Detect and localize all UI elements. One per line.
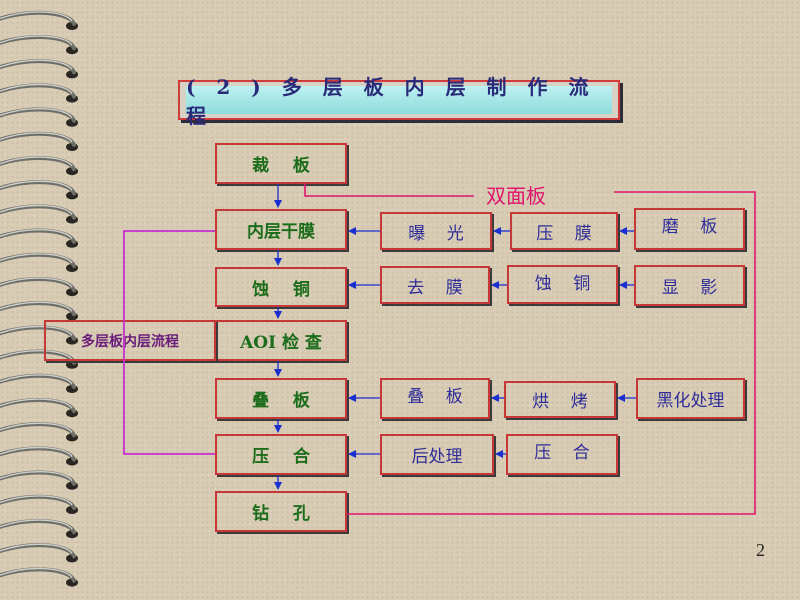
double-sided-path	[304, 184, 756, 515]
binding-ring-highlight	[0, 180, 73, 191]
binding-ring-highlight	[0, 519, 73, 530]
box-stack-2: 叠 板	[380, 378, 490, 419]
box-grind-board: 磨 板	[634, 208, 745, 250]
binding-ring-highlight	[0, 543, 73, 554]
box-exposure: 曝 光	[380, 212, 492, 250]
binding-ring-highlight	[0, 35, 73, 46]
box-post-treatment: 后处理	[380, 434, 494, 475]
multilayer-inner-process-label: 多层板内层流程	[44, 320, 216, 361]
multilayer-bracket	[123, 230, 215, 455]
box-etch-copper-2: 蚀 铜	[507, 265, 618, 304]
box-strip-film: 去 膜	[380, 266, 490, 304]
box-stack: 叠 板	[215, 378, 347, 419]
binding-ring-highlight	[0, 156, 73, 167]
page-number: 2	[756, 540, 765, 560]
binding-ring-highlight	[0, 204, 73, 216]
binding-ring-highlight	[0, 253, 73, 264]
binding-ring-highlight	[0, 229, 73, 240]
binding-ring-highlight	[0, 495, 73, 506]
binding-ring-highlight	[0, 132, 73, 143]
box-aoi-inspection: AOI 检 查	[215, 320, 347, 361]
box-laminate-film: 压 膜	[510, 212, 618, 250]
spiral-binding	[0, 10, 78, 587]
binding-ring-highlight	[0, 301, 73, 312]
box-press-2: 压 合	[506, 434, 618, 475]
binding-ring-highlight	[0, 11, 73, 22]
box-develop: 显 影	[634, 265, 745, 306]
box-press: 压 合	[215, 434, 347, 475]
binding-ring-highlight	[0, 59, 73, 70]
box-black-oxide: 黑化处理	[636, 378, 745, 419]
box-drill: 钻 孔	[215, 491, 347, 532]
box-cut: 裁 板	[215, 143, 347, 184]
binding-ring-highlight	[0, 567, 73, 579]
binding-ring-highlight	[0, 422, 73, 433]
box-etch-copper: 蚀 铜	[215, 267, 347, 307]
box-bake: 烘 烤	[504, 381, 616, 418]
binding-ring-highlight	[0, 398, 73, 409]
binding-ring-highlight	[0, 374, 73, 385]
double-sided-board-label: 双面板	[486, 184, 546, 208]
box-inner-dry-film: 内层干膜	[215, 209, 347, 250]
binding-ring-highlight	[0, 83, 73, 95]
binding-ring-highlight	[0, 446, 73, 458]
binding-ring-highlight	[0, 471, 73, 482]
binding-ring-highlight	[0, 108, 73, 119]
binding-ring-highlight	[0, 277, 73, 288]
